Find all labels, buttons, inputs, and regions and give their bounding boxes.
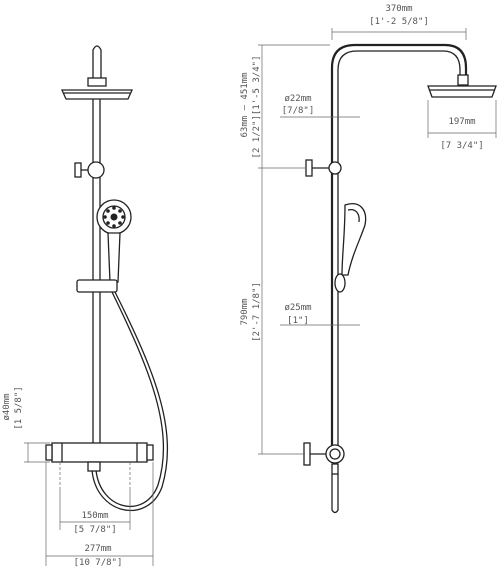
valve-diameter-imperial: [1 5/8"]	[14, 386, 24, 429]
centers-imperial: [5 7/8"]	[73, 525, 116, 535]
side-hand-shower	[341, 203, 367, 276]
head-diameter-metric: 197mm	[448, 117, 475, 127]
pipe-bottom-metric: ø25mm	[284, 303, 311, 313]
pipe-bottom-imperial: [1"]	[287, 316, 309, 326]
front-thermostatic-valve	[51, 442, 148, 463]
valve-width-imperial: [10 7/8"]	[74, 558, 123, 568]
front-hand-shower-handle	[107, 232, 121, 283]
front-head-cap	[87, 77, 107, 87]
side-view	[303, 43, 497, 514]
pipe-top-metric: ø22mm	[284, 94, 311, 104]
side-valve	[325, 444, 345, 464]
front-dimensions	[24, 442, 154, 566]
side-dimensions	[258, 28, 497, 455]
side-slider	[334, 273, 346, 293]
rail-height-imperial: [2'-7 1/8"]	[252, 282, 262, 342]
labels: 370mm [1'-2 5/8"] 197mm [7 3/4"] ø22mm […	[2, 4, 484, 568]
pipe-top-imperial: [7/8"]	[282, 106, 315, 116]
rail-height-metric: 790mm	[240, 298, 250, 325]
valve-width-metric: 277mm	[84, 544, 111, 554]
adjust-range-imperial: [2 1/2"][1'-5 3/4"]	[252, 56, 262, 159]
side-diverter	[328, 161, 342, 175]
front-hose	[95, 291, 165, 508]
front-slider	[76, 279, 118, 293]
adjust-range-metric: 63mm — 451mm	[240, 72, 250, 137]
front-overhead-head	[60, 89, 134, 100]
arm-length-imperial: [1'-2 5/8"]	[369, 17, 429, 27]
front-view	[45, 45, 169, 512]
valve-diameter-metric: ø40mm	[2, 393, 12, 420]
side-arm	[330, 43, 468, 455]
arm-length-metric: 370mm	[385, 4, 412, 14]
front-arm-stub	[92, 45, 102, 78]
head-diameter-imperial: [7 3/4"]	[440, 141, 483, 151]
side-overhead-head	[427, 85, 497, 98]
centers-metric: 150mm	[81, 511, 108, 521]
front-diverter	[87, 161, 105, 179]
